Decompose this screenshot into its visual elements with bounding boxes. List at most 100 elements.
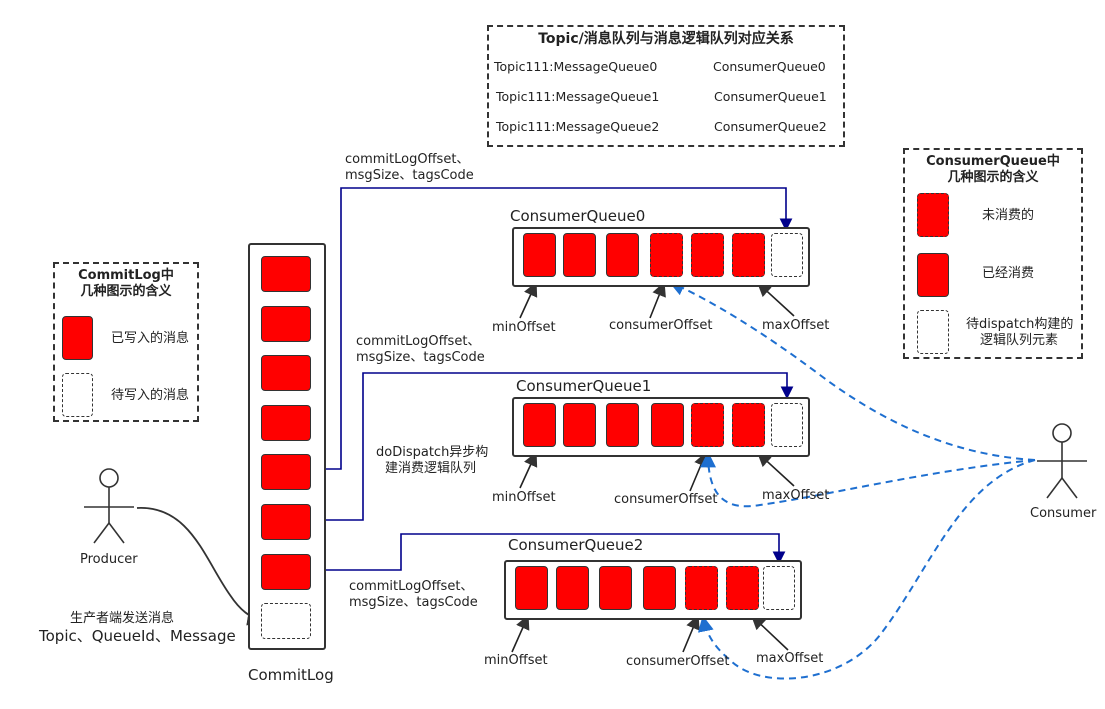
cq1-entry-unconsumed: [732, 403, 765, 447]
commitlog-written-message: [261, 305, 311, 342]
cq0-link-label-2: msgSize、tagsCode: [345, 168, 474, 183]
cq2-link-label-2: msgSize、tagsCode: [349, 595, 478, 610]
cq0-entry-unconsumed: [732, 233, 765, 277]
cq0-entry-pending: [771, 233, 803, 277]
legend-cq-pending-label-1: 待dispatch构建的: [966, 317, 1074, 332]
cq2-name: ConsumerQueue2: [508, 536, 644, 554]
consumer-queue-0: [512, 227, 810, 287]
cq0-entry-consumed: [606, 233, 639, 277]
link-cq1: [313, 372, 794, 521]
commitlog-legend-title-2: 几种图示的含义: [80, 284, 172, 299]
map-source-1: Topic111:MessageQueue1: [496, 89, 660, 104]
cq2-entry-unconsumed: [685, 566, 718, 610]
cq0-entry-consumed: [523, 233, 556, 277]
legend-unconsumed-swatch: [917, 193, 949, 237]
cq1-min-label: minOffset: [492, 490, 556, 505]
cq2-entry-consumed: [515, 566, 548, 610]
cq1-link-label-2: msgSize、tagsCode: [356, 350, 485, 365]
cur-pointer-1: [689, 451, 708, 492]
cq0-link-label-1: commitLogOffset、: [345, 152, 470, 167]
producer-label: Producer: [80, 552, 138, 567]
producer-note-1: 生产者端发送消息: [70, 611, 175, 626]
cq0-entry-unconsumed: [691, 233, 724, 277]
cq1-entry-consumed: [523, 403, 556, 447]
map-target-2: ConsumerQueue2: [714, 119, 827, 134]
consume-path-1: [700, 451, 1036, 508]
consumer-figure: [1037, 423, 1087, 499]
cq2-entry-consumed: [556, 566, 589, 610]
cq1-cur-label: consumerOffset: [614, 492, 718, 507]
link-cq2: [313, 533, 786, 571]
commitlog-written-message: [261, 553, 311, 590]
producer-send-path: [136, 507, 264, 626]
mapping-title: Topic/消息队列与消息逻辑队列对应关系: [538, 31, 794, 47]
cq1-entry-consumed: [651, 403, 684, 447]
dispatch-note-1: doDispatch异步构: [376, 445, 489, 460]
legend-pending-swatch: [62, 373, 93, 417]
legend-consumed-label: 已经消费: [982, 266, 1035, 281]
commitlog-written-message: [261, 504, 311, 540]
cq1-name: ConsumerQueue1: [516, 377, 652, 395]
min-pointer-1: [519, 451, 538, 489]
mapping-box: [487, 25, 845, 147]
consumer-queue-1: [512, 397, 810, 457]
commitlog-written-message: [261, 404, 311, 441]
cq2-entry-consumed: [599, 566, 632, 610]
cq1-link-label-1: commitLogOffset、: [356, 334, 481, 349]
map-source-2: Topic111:MessageQueue2: [496, 119, 660, 134]
cq2-entry-unconsumed: [726, 566, 759, 610]
cq0-entry-consumed: [563, 233, 596, 277]
legend-written-swatch: [62, 316, 93, 360]
cur-pointer-0: [649, 281, 666, 319]
cq2-min-label: minOffset: [484, 653, 548, 668]
cq2-link-label-1: commitLogOffset、: [349, 579, 474, 594]
legend-consumed-swatch: [917, 253, 949, 297]
commitlog-legend-title-1: CommitLog中: [78, 268, 174, 283]
max-pointer-0: [756, 282, 795, 317]
cq1-entry-pending: [771, 403, 803, 447]
producer-note-2: Topic、QueueId、Message: [39, 627, 236, 645]
link-cq0: [313, 187, 793, 470]
consume-path-2: [697, 459, 1036, 680]
cq2-cur-label: consumerOffset: [626, 654, 730, 669]
dispatch-note-2: 建消费逻辑队列: [385, 461, 477, 476]
map-target-1: ConsumerQueue1: [714, 89, 827, 104]
max-pointer-1: [756, 452, 795, 487]
legend-written-label: 已写入的消息: [111, 331, 190, 346]
min-pointer-2: [511, 614, 530, 653]
commitlog-written-message: [261, 454, 311, 491]
producer-figure: [84, 468, 134, 544]
max-pointer-2: [750, 615, 789, 651]
min-pointer-0: [519, 281, 538, 319]
cq0-entry-unconsumed: [650, 233, 683, 277]
consumer-label: Consumer: [1030, 506, 1097, 521]
legend-cq-pending-label-2: 逻辑队列元素: [980, 333, 1059, 348]
cq2-entry-pending: [763, 566, 795, 610]
cq1-entry-consumed: [606, 403, 639, 447]
cur-pointer-2: [682, 614, 700, 653]
map-target-0: ConsumerQueue0: [713, 59, 826, 74]
legend-cq-pending-swatch: [917, 310, 949, 354]
cq0-cur-label: consumerOffset: [609, 318, 713, 333]
commitlog-label: CommitLog: [248, 666, 334, 684]
legend-unconsumed-label: 未消费的: [982, 208, 1035, 223]
cq1-entry-consumed: [563, 403, 596, 447]
consume-path-0: [668, 280, 1036, 461]
cq0-max-label: maxOffset: [762, 318, 830, 333]
cq1-max-label: maxOffset: [762, 488, 830, 503]
cq-legend-title-1: ConsumerQueue中: [926, 154, 1060, 169]
cq-legend-title-2: 几种图示的含义: [947, 170, 1039, 185]
commitlog-written-message: [261, 256, 311, 292]
cq0-min-label: minOffset: [492, 320, 556, 335]
legend-pending-label: 待写入的消息: [111, 388, 190, 403]
cq2-max-label: maxOffset: [756, 651, 824, 666]
map-source-0: Topic111:MessageQueue0: [494, 59, 658, 74]
consumer-queue-2: [504, 560, 802, 620]
cq1-entry-unconsumed: [691, 403, 724, 447]
commitlog-written-message: [261, 355, 311, 392]
commitlog-pending-message: [261, 603, 311, 640]
cq2-entry-consumed: [643, 566, 676, 610]
cq0-name: ConsumerQueue0: [510, 207, 646, 225]
